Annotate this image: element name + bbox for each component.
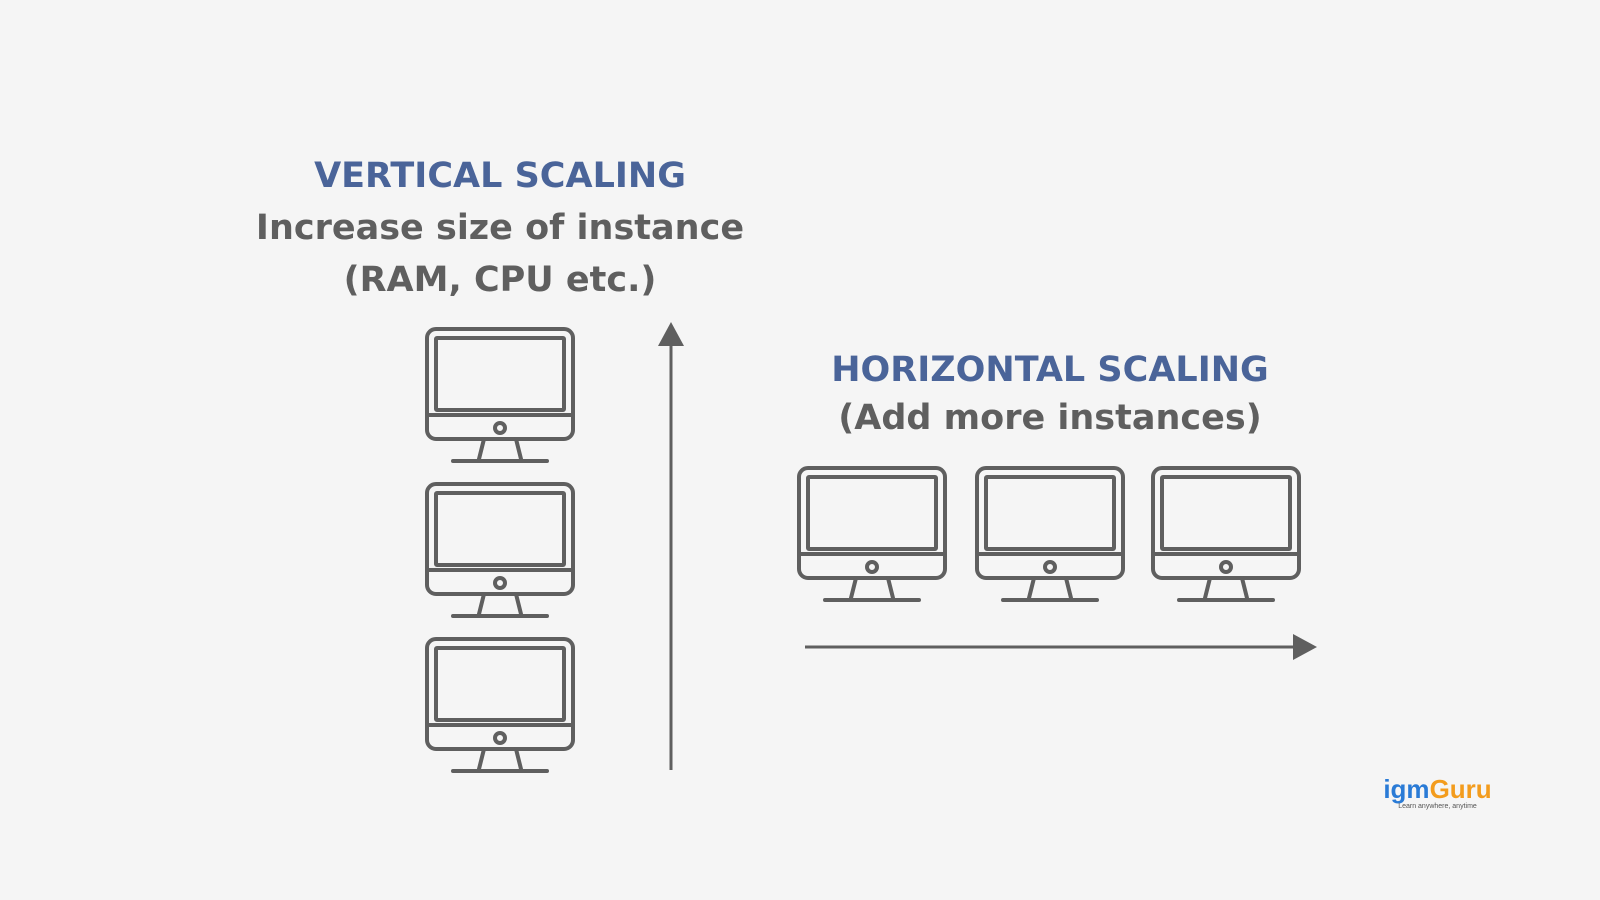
vertical-scaling-label: VERTICAL SCALING Increase size of instan… bbox=[250, 156, 750, 306]
monitor-icon bbox=[975, 466, 1125, 602]
monitor-icon bbox=[425, 637, 575, 773]
logo-tagline: Learn anywhere, anytime bbox=[1398, 803, 1477, 810]
igmguru-logo: igmGuru Learn anywhere, anytime bbox=[1380, 776, 1495, 810]
monitor-icon bbox=[425, 482, 575, 618]
arrow-right-icon bbox=[805, 634, 1317, 660]
horizontal-scaling-label: HORIZONTAL SCALING (Add more instances) bbox=[790, 350, 1310, 440]
logo-part-igm: igm bbox=[1383, 774, 1430, 804]
monitor-icon bbox=[797, 466, 947, 602]
vertical-scaling-title: VERTICAL SCALING bbox=[314, 156, 686, 196]
horizontal-scaling-line1: (Add more instances) bbox=[838, 398, 1262, 438]
logo-part-guru: Guru bbox=[1429, 774, 1492, 804]
logo-wordmark: igmGuru bbox=[1380, 776, 1495, 802]
horizontal-scaling-title: HORIZONTAL SCALING bbox=[831, 350, 1269, 390]
arrow-up-icon bbox=[658, 322, 684, 770]
monitor-icon bbox=[1151, 466, 1301, 602]
monitor-icon bbox=[425, 327, 575, 463]
vertical-scaling-line2: (RAM, CPU etc.) bbox=[343, 260, 657, 300]
vertical-scaling-line1: Increase size of instance bbox=[255, 208, 745, 248]
